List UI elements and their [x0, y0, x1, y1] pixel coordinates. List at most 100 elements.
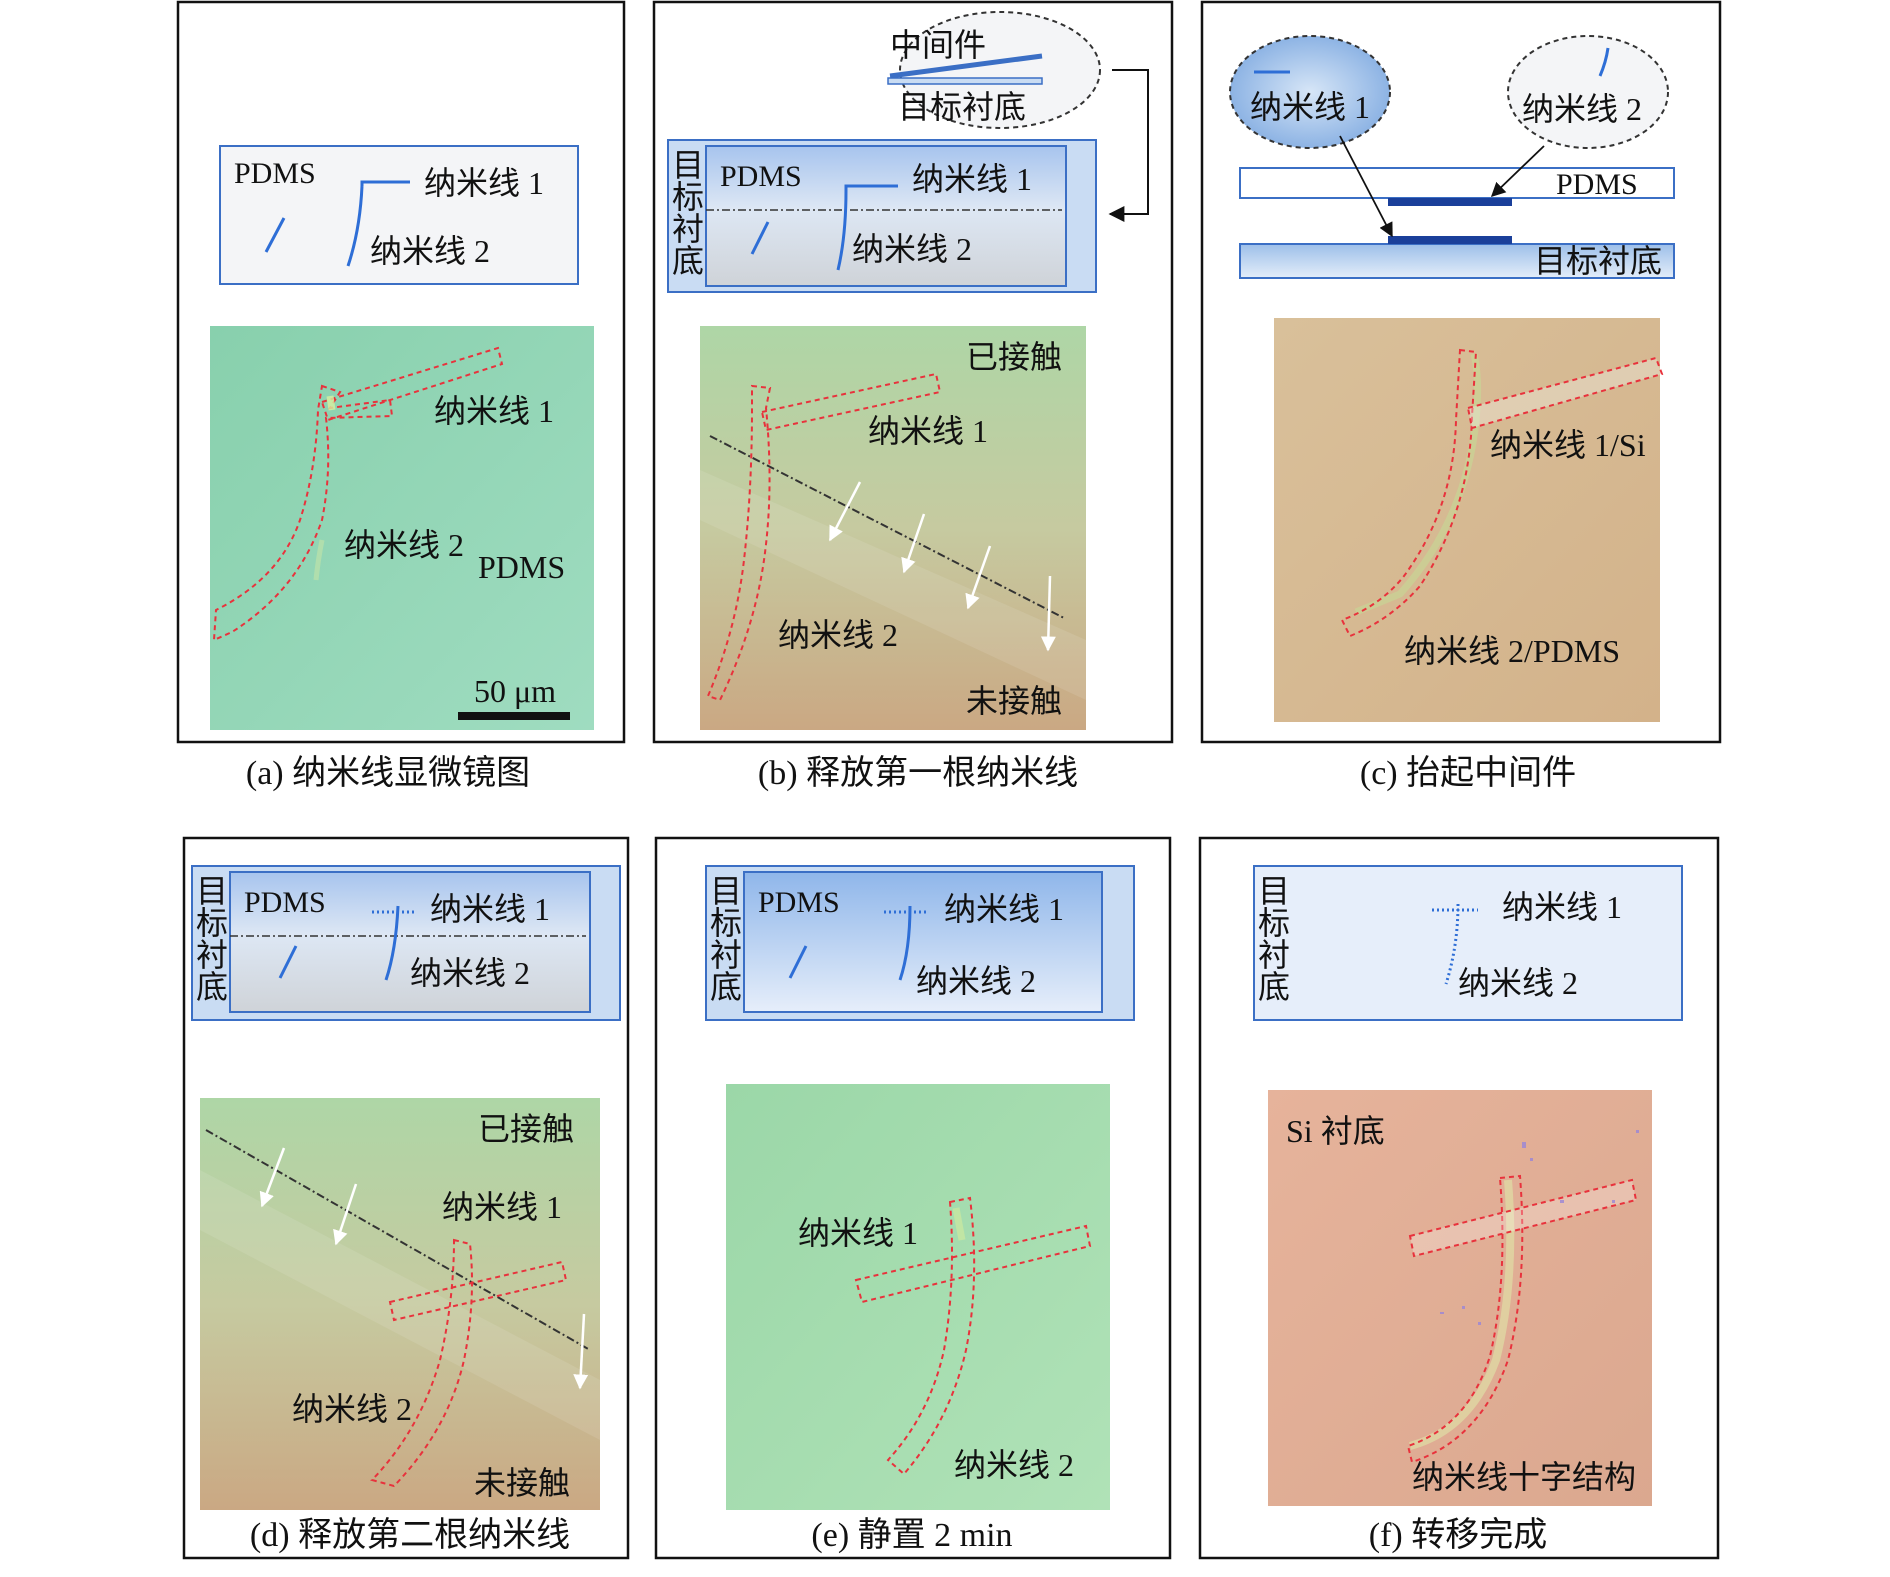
panel-c-frame: [1200, 0, 1722, 744]
panel-d-caption: (d) 释放第二根纳米线: [250, 1516, 570, 1554]
panel-d-nanowire-mark-short: [278, 945, 298, 979]
panel-c-target-substrate: [1239, 243, 1675, 279]
panel-f-debris: [1440, 1130, 1639, 1325]
panel-d-target-v-4: 底: [196, 969, 228, 1005]
panel-b-outline-nw2: [706, 384, 772, 702]
panel-c-pdms-layer: [1239, 167, 1675, 199]
panel-d-contact-label: 已接触: [478, 1111, 574, 1147]
panel-e-caption: (e) 静置 2 min: [811, 1516, 1012, 1554]
panel-b-arrow-1: [828, 481, 862, 542]
panel-e: 目 标 衬 底 PDMS 纳米线 1 纳米线 2 纳米线 1 纳米线 2 (e)…: [654, 836, 1172, 1560]
panel-f-target-v-4: 底: [1258, 969, 1290, 1005]
panel-e-target-v-4: 底: [710, 969, 742, 1005]
panel-f-cross-label: 纳米线十字结构: [1412, 1459, 1636, 1495]
panel-c: 纳米线 1 纳米线 2 PDMS 目标衬底 纳米线 1/Si 纳米线 2/PDM…: [1200, 0, 1722, 792]
panel-a-scale-bar: [458, 712, 570, 720]
panel-b-target-v-3: 衬: [672, 211, 704, 247]
panel-d: 目 标 衬 底 PDMS 纳米线 1 纳米线 2 已接触 纳米线 1 纳米线 2…: [182, 836, 630, 1560]
panel-a-img-nw1: 纳米线 1: [434, 393, 554, 429]
panel-a-micrograph: [210, 326, 594, 730]
panel-b-target-v-1: 目: [672, 147, 704, 183]
panel-d-micrograph: [200, 1098, 600, 1510]
panel-c-arrow-nw1: [1339, 135, 1393, 238]
panel-c-arrow-nw2: [1490, 145, 1545, 197]
panel-b-arrow-2: [901, 513, 926, 574]
panel-e-nanowire-mark-short: [788, 945, 808, 979]
panel-b-nw1-label: 纳米线 1: [912, 161, 1032, 197]
panel-f-si-label: Si 衬底: [1286, 1113, 1385, 1149]
panel-c-ellipse-nw1: [1229, 35, 1391, 149]
panel-c-nw2-on-pdms: [1388, 198, 1512, 206]
panel-b-micrograph: [700, 326, 1086, 730]
panel-f-micrograph: [1268, 1090, 1652, 1506]
panel-a-frame: [176, 0, 626, 744]
panel-a-pdms-label: PDMS: [234, 157, 316, 190]
panel-b-middle-piece: [889, 53, 1043, 79]
panel-c-outline-nw1: [1466, 356, 1664, 430]
panel-b-zoom-ellipse: [899, 11, 1101, 129]
panel-e-micrograph: [726, 1084, 1110, 1510]
panel-e-nw2-label: 纳米线 2: [916, 963, 1036, 999]
panel-e-outline-nw1: [854, 1224, 1092, 1304]
panel-e-target-v-3: 衬: [710, 937, 742, 973]
panel-c-nw1-on-substrate: [1388, 236, 1512, 244]
panel-b-target-v-4: 底: [672, 243, 704, 279]
panel-c-nw2-label: 纳米线 2: [1522, 91, 1642, 127]
panel-d-outline-nw1: [388, 1260, 568, 1322]
panel-d-outline-nw2: [370, 1238, 473, 1488]
panel-d-nw1-label: 纳米线 1: [430, 891, 550, 927]
panel-e-target-v-1: 目: [710, 873, 742, 909]
panel-b-no-contact-label: 未接触: [966, 683, 1062, 719]
panel-a-scale-label: 50 μm: [474, 673, 556, 709]
panel-b-arrow-4: [1040, 575, 1056, 652]
panel-b-caption: (b) 释放第一根纳米线: [758, 754, 1078, 792]
panel-a-schematic-box: [219, 145, 579, 285]
panel-f-substrate-box: [1253, 865, 1683, 1021]
panel-c-img-nw1: 纳米线 1/Si: [1490, 427, 1646, 463]
panel-e-pdms-box: [743, 871, 1103, 1013]
panel-f-nw1-label: 纳米线 1: [1502, 889, 1622, 925]
panel-a-outline-nw1: [320, 346, 504, 422]
panel-b-nw2-label: 纳米线 2: [852, 231, 972, 267]
panel-e-img-nw2: 纳米线 2: [954, 1447, 1074, 1483]
panel-b-nanowire-2-mark: [836, 189, 848, 271]
panel-a-nw2-label: 纳米线 2: [370, 233, 490, 269]
panel-f-nw2-label: 纳米线 2: [1458, 965, 1578, 1001]
panel-b-img-nw2: 纳米线 2: [778, 617, 898, 653]
panel-a: PDMS 纳米线 1 纳米线 2 纳米线 1 纳米线 2 PDMS 50 μm …: [176, 0, 626, 792]
panel-b: 中间件 目标衬底 目 标 衬 底 PDMS 纳米线 1 纳米线 2 已接触 纳米…: [652, 0, 1174, 792]
panel-a-outline-nw2: [212, 384, 394, 642]
panel-e-nanowire-2-mark: [898, 905, 912, 981]
panel-f-outline-nw2: [1406, 1174, 1524, 1464]
panel-b-contact-label: 已接触: [966, 339, 1062, 375]
panel-c-nw1-label: 纳米线 1: [1250, 89, 1370, 125]
panel-d-pdms-label: PDMS: [244, 886, 326, 919]
panel-e-img-nw1: 纳米线 1: [798, 1215, 918, 1251]
panel-c-micrograph: [1274, 318, 1660, 722]
panel-b-nanowire-1-mark: [844, 184, 898, 190]
panel-d-target-v-1: 目: [196, 873, 228, 909]
panel-d-nw2-label: 纳米线 2: [410, 955, 530, 991]
panel-d-arrow-3: [573, 1313, 589, 1390]
panel-d-img-nw1: 纳米线 1: [442, 1189, 562, 1225]
panel-d-no-contact-label: 未接触: [474, 1465, 570, 1501]
panel-d-contact-line: [205, 1129, 591, 1351]
panel-b-pdms-label: PDMS: [720, 160, 802, 193]
panel-b-contact-line: [709, 435, 1065, 619]
panel-b-nanowire-mark-short: [750, 221, 770, 255]
panel-b-connector-arrow: [1108, 69, 1149, 222]
panel-c-img-nw2: 纳米线 2/PDMS: [1404, 633, 1620, 669]
panel-f-caption: (f) 转移完成: [1369, 1516, 1547, 1554]
panel-a-nanowire-2-mark: [346, 185, 364, 267]
panel-f-target-v-3: 衬: [1258, 937, 1290, 973]
panel-f-target-v-1: 目: [1258, 873, 1290, 909]
panel-b-target-label: 目标衬底: [898, 89, 1026, 125]
panel-f-frame: [1198, 836, 1720, 1560]
panel-b-pdms-box: [705, 145, 1067, 287]
panel-c-outline-nw2: [1340, 348, 1478, 638]
panel-b-target-piece: [887, 77, 1043, 85]
panel-a-caption: (a) 纳米线显微镜图: [246, 754, 530, 792]
panel-c-pdms-label: PDMS: [1556, 168, 1638, 201]
panel-e-target-v-2: 标: [710, 905, 742, 941]
panel-b-target-v-2: 标: [672, 179, 704, 215]
